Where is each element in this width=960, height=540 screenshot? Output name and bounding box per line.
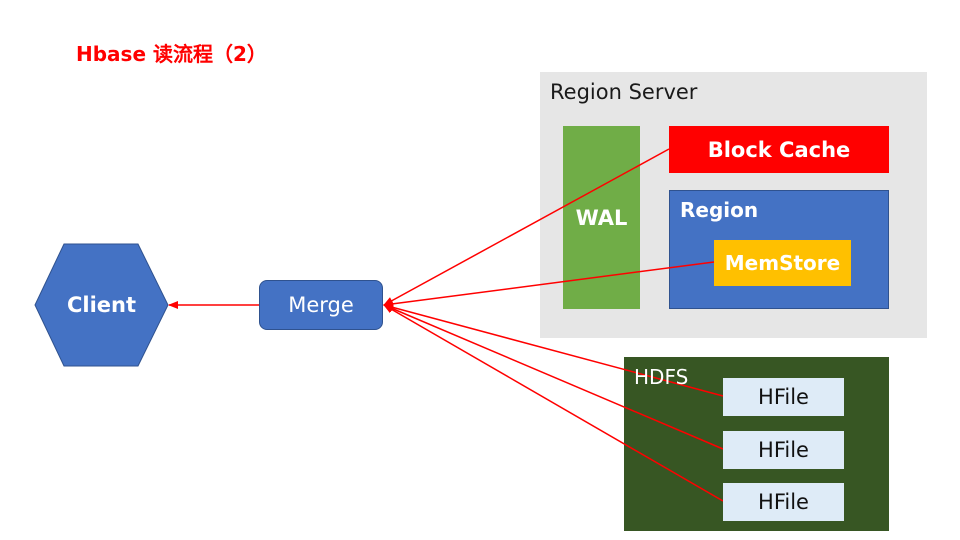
hdfs-label: HDFS	[634, 365, 689, 389]
wal-box: WAL	[563, 126, 640, 309]
client-label: Client	[66, 293, 137, 317]
region-label: Region	[680, 198, 759, 222]
arrow-blockcache-to-merge	[383, 148, 670, 306]
page-title: Hbase 读流程（2）	[76, 42, 267, 66]
wal-label: WAL	[575, 205, 628, 230]
memstore-box: MemStore	[714, 240, 851, 286]
arrow-hfile2-to-merge	[383, 304, 724, 450]
arrow-hfile1-to-merge	[383, 303, 724, 397]
client-node: Client	[35, 244, 168, 366]
memstore-label: MemStore	[724, 251, 841, 275]
merge-box: Merge	[259, 280, 383, 330]
hfile-label: HFile	[758, 385, 809, 409]
hfile-box: HFile	[723, 431, 844, 469]
hfile-label: HFile	[758, 438, 809, 462]
block-cache-box: Block Cache	[669, 126, 889, 173]
arrow-memstore-to-merge	[383, 261, 715, 308]
arrow-hfile3-to-merge	[383, 304, 724, 502]
merge-label: Merge	[288, 293, 354, 317]
hfile-box: HFile	[723, 378, 844, 416]
hfile-box: HFile	[723, 483, 844, 521]
region-server-label: Region Server	[550, 80, 698, 104]
block-cache-label: Block Cache	[707, 137, 851, 162]
hfile-label: HFile	[758, 490, 809, 514]
